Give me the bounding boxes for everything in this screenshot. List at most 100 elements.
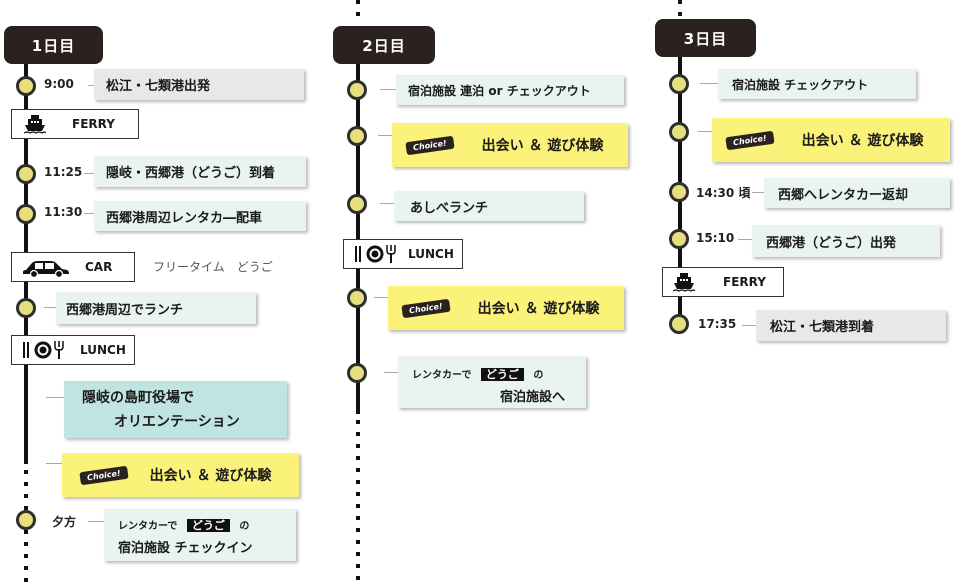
day2-card-ashibe: あしべランチ [394,191,584,221]
day1-time-2: 11:25 [44,165,83,179]
day3-node-2 [669,122,689,142]
day3-node-5 [669,314,689,334]
day3-node-1 [669,74,689,94]
day1-car-note: フリータイム どうご [153,260,273,274]
day2-card-checkout-text: 宿泊施設 連泊 or チェックアウト [408,83,591,98]
day2-timeline-dots-bottom [356,420,360,587]
day3-timeline-dots-top [678,0,682,18]
day1-choice-text: 出会い ＆ 遊び体験 [149,468,272,484]
day3-node-4 [669,229,689,249]
day3-card-arrive-text: 松江・七類港到着 [770,320,875,335]
day1-orientation-line1: 隠岐の島町役場で [82,390,194,406]
day2-lunch-label: LUNCH [408,247,454,261]
day1-choice-badge: Choice! [79,465,129,485]
day2-connector-3 [380,203,394,204]
day3-connector-3 [752,192,766,193]
day3-header-label: 3日目 [683,29,728,48]
day2-node-3 [347,194,367,214]
day1-connector-6 [46,463,64,464]
day2-toinn-pre: レンタカーで [412,370,472,381]
day3-node-3 [669,182,689,202]
day3-connector-5 [742,325,756,326]
day1-node-1 [16,76,36,96]
day1-card-arrive: 隠岐・西郷港（どうご）到着 [94,156,306,187]
day1-node-3 [16,204,36,224]
day2-card-choice2: Choice! 出会い ＆ 遊び体験 [388,286,624,330]
day2-timeline-dots-top [356,0,360,24]
day1-connector-1 [88,85,98,86]
day2-timeline-line [356,60,360,414]
day1-card-rentcar: 西郷港周辺レンタカ―配車 [94,201,306,231]
day1-node-7 [16,510,36,530]
day1-checkin-line2: 宿泊施設 チェックイン [118,541,253,556]
day1-car-label: CAR [85,260,113,274]
day1-node-2 [16,164,36,184]
day1-checkin-post: の [239,521,250,532]
day3-connector-1 [700,83,720,84]
day3-choice-badge: Choice! [725,130,775,150]
car-icon [23,261,69,277]
day1-connector-7 [88,521,104,522]
day1-checkin-pre: レンタカーで [118,521,178,532]
day3-time-4: 15:10 [696,231,735,245]
day2-node-2 [347,126,367,146]
day2-card-toinn: レンタカーで どうご の 宿泊施設へ [398,356,586,408]
day3-card-depart-text: 西郷港（どうご）出発 [766,235,897,251]
day1-lunch-label: LUNCH [80,343,126,357]
day2-node-1 [347,80,367,100]
day1-ferry-label: FERRY [72,117,115,131]
day1-time-7: 夕方 [52,515,77,529]
day1-header: 1日目 [4,26,103,64]
day2-lunch-box: LUNCH [343,239,463,269]
day1-connector-4 [44,307,58,308]
day1-card-checkin: レンタカーで どうご の 宿泊施設 チェックイン [104,509,296,561]
day2-node-5 [347,363,367,383]
day2-header-label: 2日目 [362,36,406,55]
day2-toinn-post: の [533,370,544,381]
day2-toinn-dougo: どうご [480,368,524,381]
day1-checkin-dougo: どうご [186,519,230,532]
day3-card-return: 西郷へレンタカー返却 [764,178,950,208]
day3-time-5: 17:35 [698,317,737,331]
day3-header: 3日目 [655,19,756,57]
day1-car-box: CAR [11,252,135,282]
day1-lunch-box: LUNCH [11,335,135,365]
day3-choice-text: 出会い ＆ 遊び体験 [801,133,924,149]
day2-toinn-line2: 宿泊施設へ [500,390,566,405]
day3-time-3: 14:30 頃 [696,186,751,200]
dining-icon [23,341,64,359]
day2-card-choice1: Choice! 出会い ＆ 遊び体験 [392,123,628,167]
day3-ferry-box: FERRY [662,267,784,297]
day3-connector-2 [698,131,714,132]
day1-connector-5 [46,397,64,398]
day1-card-depart: 松江・七類港出発 [94,69,304,100]
day3-card-checkout-text: 宿泊施設 チェックアウト [732,77,869,92]
day2-header: 2日目 [333,26,435,64]
day2-choice1-text: 出会い ＆ 遊び体験 [481,138,604,154]
day3-connector-4 [738,239,754,240]
day2-node-4 [347,288,367,308]
day2-connector-1 [380,89,396,90]
day1-connector-2 [84,173,96,174]
day1-card-choice: Choice! 出会い ＆ 遊び体験 [62,453,299,497]
day2-connector-5 [384,372,398,373]
day2-card-ashibe-text: あしべランチ [410,200,489,216]
dining-icon [355,245,396,263]
day1-card-lunch: 西郷港周辺でランチ [56,292,256,324]
day3-card-return-text: 西郷へレンタカー返却 [778,187,909,203]
day1-time-3: 11:30 [44,205,83,219]
day2-connector-4 [374,297,388,298]
day2-choice1-badge: Choice! [405,135,455,155]
day1-time-1: 9:00 [44,77,74,91]
day1-card-depart-text: 松江・七類港出発 [106,79,211,94]
day2-card-checkout: 宿泊施設 連泊 or チェックアウト [396,75,624,105]
day1-header-label: 1日目 [31,36,76,55]
day1-card-arrive-text: 隠岐・西郷港（どうご）到着 [106,166,276,181]
day1-card-rentcar-text: 西郷港周辺レンタカ―配車 [106,210,263,226]
day1-ferry-box: FERRY [11,109,139,139]
day2-choice2-badge: Choice! [401,298,451,318]
day3-card-choice: Choice! 出会い ＆ 遊び体験 [712,118,950,162]
day1-card-orientation: 隠岐の島町役場で オリエンテーション [64,381,287,438]
day1-orientation-line2: オリエンテーション [114,414,240,430]
day2-choice2-text: 出会い ＆ 遊び体験 [477,301,600,317]
